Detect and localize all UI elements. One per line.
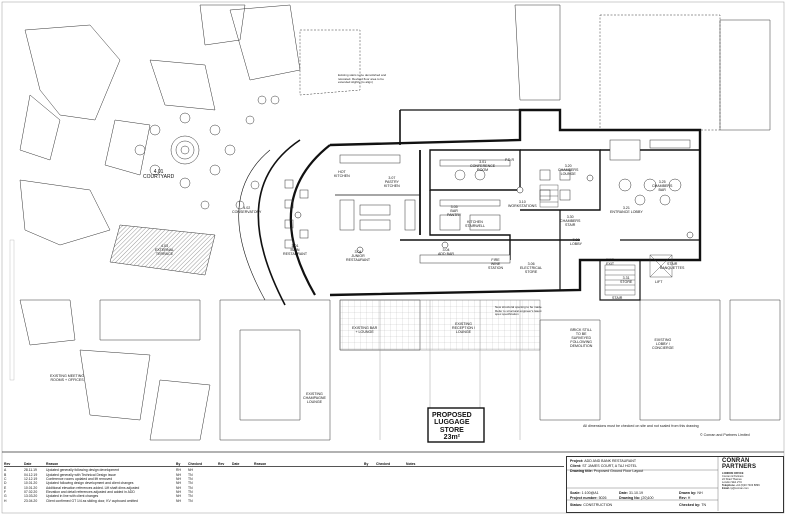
- project-number-line: Project number: 5026: [570, 496, 607, 500]
- room-label-lift: LIFT: [655, 280, 663, 284]
- room-label-banquettes: STAIR BANQUETTES: [660, 262, 685, 270]
- conran-partners-logo: CONRAN PARTNERS: [722, 458, 757, 471]
- room-label-bar-pantry: 3.05 BAR PANTRY: [447, 205, 462, 217]
- drawn-by-line: Drawn by: NH: [679, 491, 703, 495]
- room-label-main-restaurant: 3.01 MAIN RESTAURANT: [283, 244, 308, 256]
- restaurant-tables: [284, 169, 682, 249]
- copyright: © Conran and Partners Limited: [700, 433, 750, 437]
- kitchen-equipment: [339, 139, 691, 264]
- room-label-chambers-lounge: 3.20 CHAMBERS LOUNGE: [558, 164, 579, 176]
- client-line: Client: ST JAMES COURT, A TAJ HOTEL: [570, 464, 638, 468]
- room-label-electrical-store: 3.06 ELECTRICAL STORE: [520, 262, 543, 274]
- room-label-existing-reception: EXISTING RECEPTION / LOUNGE: [452, 322, 475, 334]
- room-label-store: 3.31 STORE: [620, 276, 633, 284]
- room-label: 4.01 COURTYARD: [143, 169, 175, 181]
- section-markers: [294, 174, 694, 254]
- room-label-chambers-bar: 3.25 CHAMBERS BAR: [652, 180, 673, 192]
- room-label-conference: 3.01 CONFERENCE ROOM: [470, 160, 496, 172]
- room-label-kitchen-stairwell: KITCHEN STAIRWELL: [465, 220, 486, 228]
- room-label-fire-wine-station: FIRE WINE STATION: [488, 258, 504, 270]
- annotation-note: New structural opening to be made. Refer…: [495, 305, 543, 317]
- room-label-external-terrace: 4.03 EXTERNAL TERRACE: [155, 244, 174, 256]
- stairs: [539, 184, 673, 296]
- project-line: Project: ADD AND BANK RESTAURANT: [570, 459, 637, 463]
- room-label-conservatory: 4.02 CONSERVATORY: [232, 206, 262, 214]
- status-line: Status: CONSTRUCTION: [570, 503, 613, 507]
- context-buildings: [19, 4, 781, 441]
- checked-by-line: Checked by: TN: [679, 503, 707, 507]
- room-label-luggage-store: PROPOSED LUGGAGE STORE 23m²: [432, 412, 472, 442]
- rev-line: Rev: H: [679, 496, 691, 500]
- drawing-number-line: Drawing No: (20)100: [619, 496, 654, 500]
- room-label-workstations: 3.10 WORKSTATIONS: [508, 200, 537, 208]
- room-label-fire-exit: FIRE EXIT: [606, 258, 615, 266]
- room-label-lobby: 7.08 LOBBY: [570, 238, 582, 246]
- revision-header: Rev Date Reason By Checked Rev Date Reas…: [4, 462, 564, 468]
- external-terrace-area: [109, 224, 216, 276]
- room-label-existing-meeting: EXISTING MEETING ROOMS + OFFICES: [50, 374, 85, 382]
- disclaimer: All dimensions must be checked on site a…: [583, 424, 699, 428]
- room-label-existing-bar-lounge: EXISTING BAR + LOUNGE: [352, 326, 378, 334]
- date-line: Date: 31.10.19: [619, 491, 643, 495]
- revision-table: Rev Date Reason By Checked Rev Date Reas…: [4, 462, 564, 503]
- scale-line: Scale: 1:100@A1: [570, 491, 599, 495]
- room-label-pdr: P.D.R: [505, 158, 515, 162]
- room-label-existing-lobby: EXISTING LOBBY / CONCIERGE: [652, 338, 674, 350]
- margin-strip: [9, 239, 15, 381]
- room-label-brick-still: BRICK STILL TO BE SURVEYED FOLLOWING DEM…: [570, 328, 593, 348]
- room-label-pastry-kitchen: 3.07 PASTRY KITCHEN: [384, 176, 400, 188]
- room-label-junior-restaurant: 3.04 JUNIOR RESTAURANT: [346, 250, 371, 262]
- annotation-note: Existing stairs to be demolished and rel…: [338, 73, 387, 85]
- room-label-stair: STAIR: [612, 296, 623, 300]
- courtyard-furniture: [134, 95, 280, 210]
- room-label-existing-champagne: EXISTING CHAMPAGNE LOUNGE: [303, 392, 326, 404]
- existing-lounge-grid: [339, 299, 541, 351]
- room-label-add-bar: 3.04 ADD BAR: [438, 248, 454, 256]
- office-address: LONDON OFFICE Conran & Partners 22 Shad …: [722, 472, 760, 491]
- luggage-store-box: [427, 407, 485, 443]
- room-label-hot-kitchen: HOT KITCHEN: [334, 170, 350, 178]
- title-block: Project: ADD AND BANK RESTAURANT Client:…: [566, 456, 784, 513]
- room-label-chambers-stair: 3.30 CHAMBERS STAIR: [560, 215, 581, 227]
- title-block-lines: [566, 456, 719, 511]
- room-label-entrance-lobby: 3.21 ENTRANCE LOBBY: [610, 206, 643, 214]
- drawing-title-line: Drawing title: Proposed Ground Floor Lay…: [570, 469, 644, 473]
- conservatory-walls: [238, 139, 331, 306]
